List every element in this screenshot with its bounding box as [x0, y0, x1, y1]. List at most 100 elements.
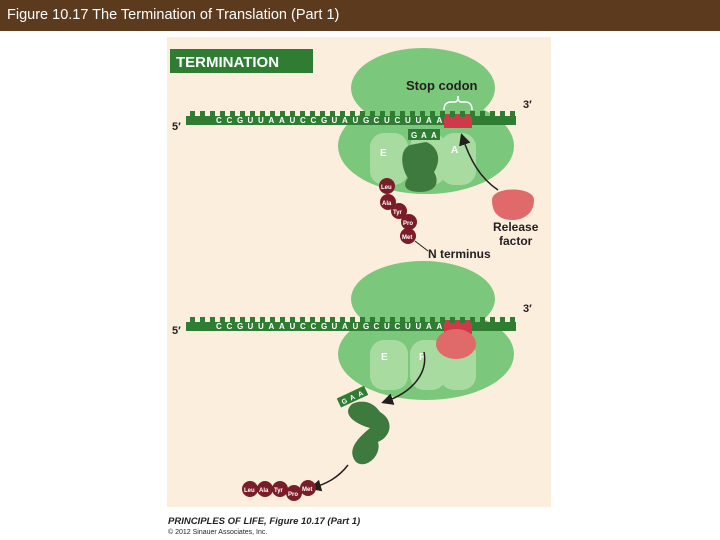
mrna-top-base: A [269, 116, 275, 125]
mrna-top-tooth [430, 111, 435, 117]
amino-acid-ala [380, 194, 396, 210]
mrna-bottom-tooth [270, 317, 275, 323]
mrna-top-tooth [380, 111, 385, 117]
mrna-top-tooth [510, 111, 515, 117]
mrna-bottom-tooth [200, 317, 205, 323]
mrna-top-tooth [440, 111, 445, 117]
mrna-top-tooth [250, 111, 255, 117]
mrna-top-base: C [395, 116, 401, 125]
mrna-top-base: G [237, 116, 243, 125]
stop-codon-highlight-top [444, 114, 472, 128]
stop-codon-bracket [443, 95, 473, 111]
mrna-top-base: C [300, 116, 306, 125]
figure-caption: PRINCIPLES OF LIFE, Figure 10.17 (Part 1… [168, 516, 361, 527]
anticodon-base-2-top: A [421, 131, 427, 140]
mrna-backbone-bottom [186, 322, 516, 331]
released-amino-acid-tyr-label: Tyr [274, 488, 284, 494]
mrna-bottom-tooth [300, 317, 305, 323]
mrna-bottom-base: G [321, 322, 327, 331]
mrna-bottom-base: G [237, 322, 243, 331]
mrna-top-tooth [280, 111, 285, 117]
anticodon-base-3-top: A [431, 131, 437, 140]
mrna-bottom-tooth [480, 317, 485, 323]
three-prime-label-bottom: 3′ [523, 303, 532, 315]
release-factor [492, 189, 534, 220]
mrna-bottom-tooth [490, 317, 495, 323]
mrna-bottom-base: U [290, 322, 296, 331]
mrna-top-tooth [320, 111, 325, 117]
trna-top [402, 142, 439, 192]
mrna-top-base: A [342, 116, 348, 125]
mrna-bottom-base: U [384, 322, 390, 331]
site-e-bottom [370, 340, 408, 390]
mrna-bottom-tooth [190, 317, 195, 323]
mrna-top-tooth [330, 111, 335, 117]
mrna-top-base: U [290, 116, 296, 125]
n-terminus-pointer [414, 240, 429, 252]
mrna-top-tooth [390, 111, 395, 117]
mrna-bottom-base: C [311, 322, 317, 331]
mrna-bottom-tooth [420, 317, 425, 323]
mrna-bottom-base: G [363, 322, 369, 331]
n-terminus-label: N terminus [428, 247, 491, 261]
released-amino-acid-met [300, 480, 316, 496]
amino-acid-ala-label: Ala [382, 201, 392, 207]
mrna-bottom-tooth [360, 317, 365, 323]
mrna-bottom-tooth [280, 317, 285, 323]
amino-acid-pro [401, 214, 417, 230]
mrna-top-tooth [360, 111, 365, 117]
mrna-top-tooth [410, 111, 415, 117]
mrna-bottom-tooth [450, 317, 455, 323]
released-amino-acid-pro [286, 485, 302, 501]
amino-acid-met-label: Met [402, 235, 412, 241]
released-trna: G A A [336, 385, 390, 465]
site-p-label-bottom: P [419, 352, 426, 363]
mrna-backbone-top [186, 116, 516, 125]
mrna-bottom-base: U [258, 322, 264, 331]
trna-release-arrow [381, 351, 426, 405]
mrna-top-tooth [500, 111, 505, 117]
mrna-bottom-tooth [340, 317, 345, 323]
mrna-bottom-tooth [290, 317, 295, 323]
mrna-top-base: G [363, 116, 369, 125]
mrna-top-tooth [480, 111, 485, 117]
mrna-bottom-tooth [510, 317, 515, 323]
mrna-bottom-tooth [440, 317, 445, 323]
site-a-label-top: A [451, 145, 458, 156]
mrna-bottom-base: C [227, 322, 233, 331]
released-amino-acid-pro-label: Pro [288, 492, 298, 498]
mrna-bottom-base: A [279, 322, 285, 331]
stop-codon-label: Stop codon [406, 78, 478, 93]
amino-acid-tyr-label: Tyr [393, 210, 403, 216]
mrna-top-tooth [190, 111, 195, 117]
mrna-top-base: A [279, 116, 285, 125]
released-trna-body [348, 401, 390, 465]
released-anticodon-box [336, 385, 369, 408]
mrna-bottom-tooth [430, 317, 435, 323]
mrna-top-base: U [248, 116, 254, 125]
mrna-bottom-tooth [260, 317, 265, 323]
mrna-top-tooth [340, 111, 345, 117]
mrna-bottom-base: C [374, 322, 380, 331]
five-prime-label-top: 5′ [172, 121, 181, 133]
mrna-bottom-base: C [395, 322, 401, 331]
release-factor-label-line1: Release [493, 220, 539, 234]
mrna-bottom-base: U [416, 322, 422, 331]
mrna-bottom-tooth [390, 317, 395, 323]
stage-banner [170, 49, 313, 73]
site-e-label-top: E [380, 148, 387, 159]
three-prime-label-top: 3′ [523, 99, 532, 111]
mrna-top-base: U [332, 116, 338, 125]
mrna-bottom-base: C [300, 322, 306, 331]
mrna-bottom-tooth [350, 317, 355, 323]
stage-label: TERMINATION [176, 54, 279, 71]
mrna-top-tooth [300, 111, 305, 117]
amino-acid-tyr [391, 203, 407, 219]
released-amino-acid-ala [257, 481, 273, 497]
released-amino-acid-tyr [272, 481, 288, 497]
mrna-top-base: A [426, 116, 432, 125]
released-amino-acid-leu [242, 481, 258, 497]
mrna-bottom-tooth [220, 317, 225, 323]
